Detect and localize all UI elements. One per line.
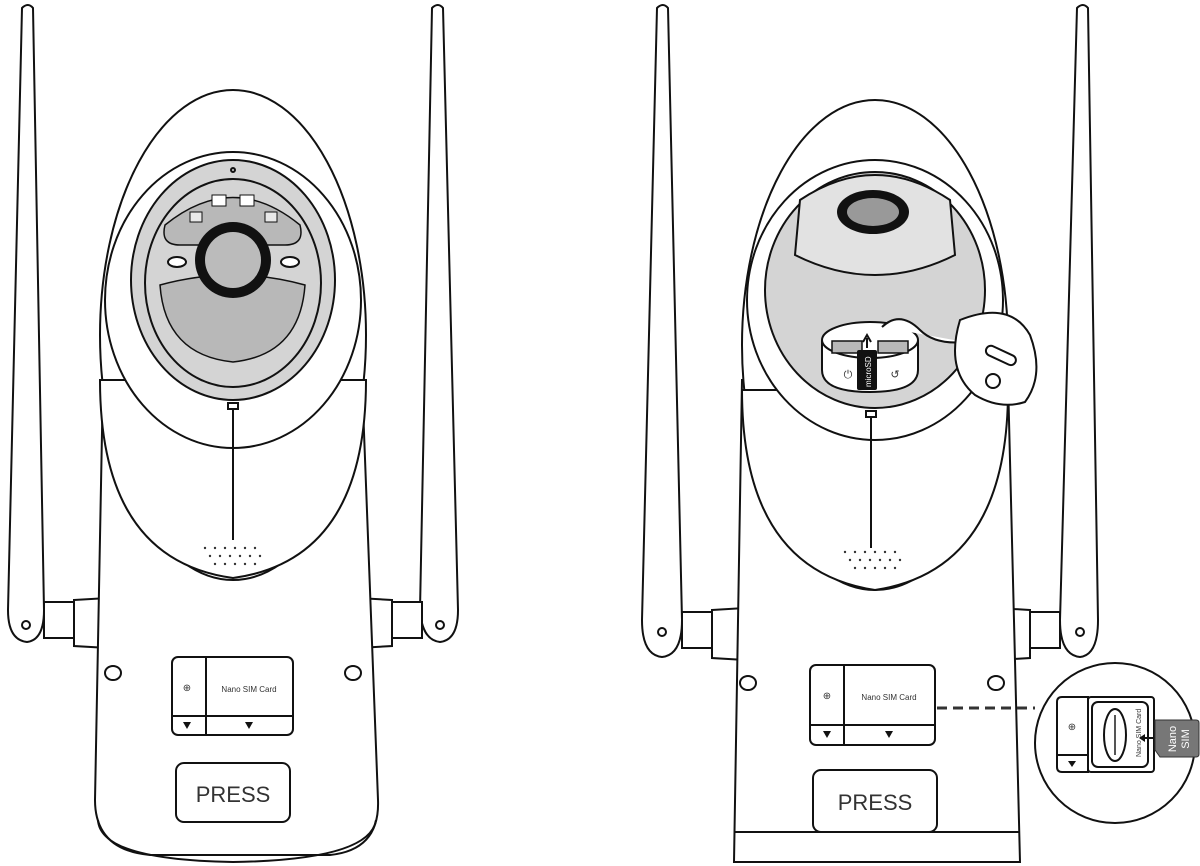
right-speaker-grille (843, 550, 902, 570)
microsd-card: microSD (857, 332, 877, 390)
rubber-cover-flap (954, 311, 1038, 406)
left-lock-icon: ⊕ (183, 683, 191, 694)
left-sim-card-cover[interactable]: ⊕ Nano SIM Card (171, 656, 294, 736)
right-lock-icon: ⊕ (823, 691, 831, 702)
inset-slot-label: Nano SIM Card (1136, 709, 1143, 757)
sim-insert-inset: ⊕ Nano SIM Card Nano SIM (1034, 662, 1200, 824)
svg-text:microSD: microSD (864, 356, 873, 387)
left-sim-label: Nano SIM Card (221, 685, 276, 694)
left-speaker-grille (203, 546, 262, 566)
svg-text:SIM: SIM (1180, 729, 1192, 749)
svg-text:⊕: ⊕ (1068, 722, 1076, 733)
right-sim-label: Nano SIM Card (861, 693, 916, 702)
svg-text:PRESS: PRESS (196, 782, 271, 807)
left-antenna-right (347, 4, 460, 650)
right-sim-card-cover[interactable]: ⊕ Nano SIM Card (809, 664, 936, 746)
arrow-down-icon (183, 722, 191, 729)
svg-text:PRESS: PRESS (838, 790, 913, 815)
insert-arrow-icon (862, 332, 872, 348)
right-camera: ⏻ ↺ microSD ⊕ Nano SIM Card (640, 4, 1100, 863)
power-icon: ⏻ (844, 369, 853, 381)
right-press-button[interactable]: PRESS (812, 769, 938, 833)
arrow-down-icon (245, 722, 253, 729)
insert-arrow-icon (1139, 734, 1145, 742)
reset-icon: ↺ (890, 369, 899, 381)
svg-text:Nano: Nano (1167, 726, 1179, 752)
nano-sim-card: Nano SIM (1154, 719, 1200, 758)
left-camera: ⊕ Nano SIM Card PRESS (6, 4, 460, 864)
left-press-button[interactable]: PRESS (175, 762, 291, 823)
